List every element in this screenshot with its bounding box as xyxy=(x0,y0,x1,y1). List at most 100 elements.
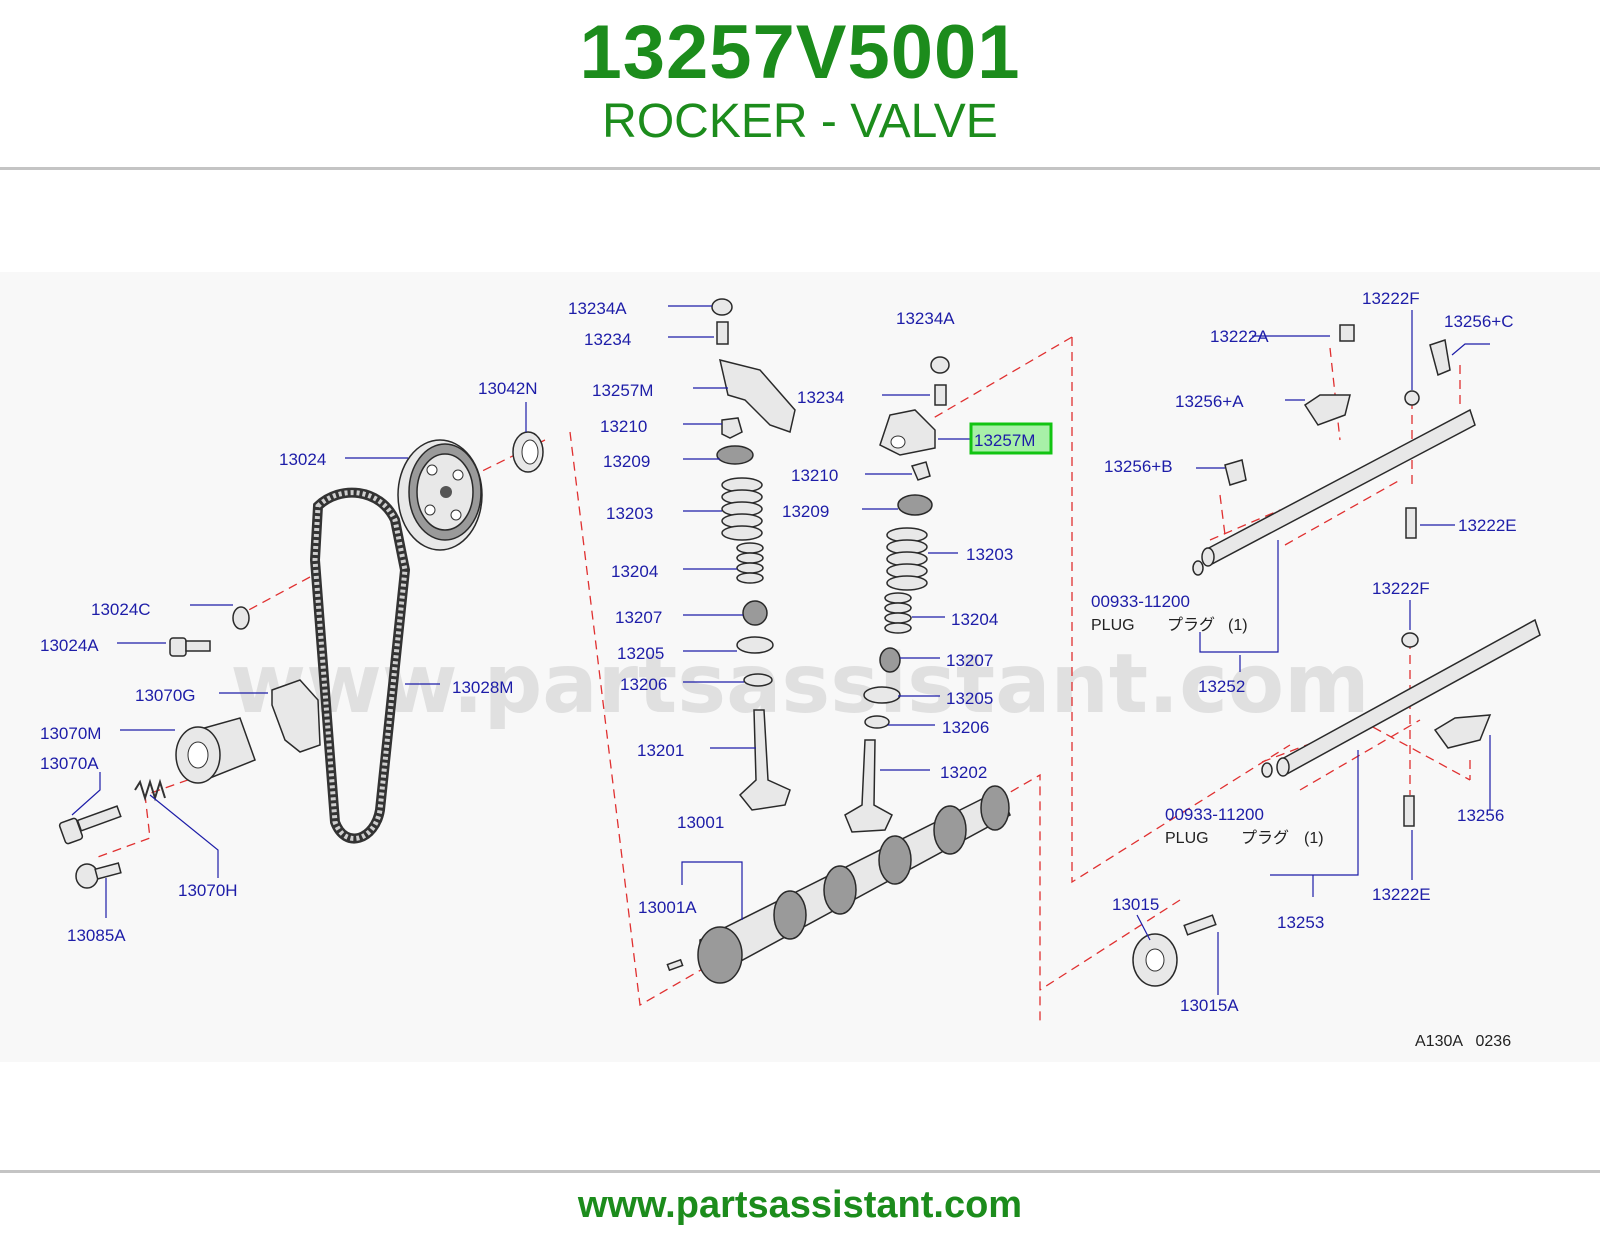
shaft-stud-lower xyxy=(1403,795,1415,827)
camshaft-sprocket xyxy=(397,439,483,551)
label-13257M-1[interactable]: 13257M xyxy=(592,381,653,400)
idler-bolt xyxy=(1183,914,1217,936)
label-plug-1: PLUG xyxy=(1091,617,1135,634)
label-13205-1[interactable]: 13205 xyxy=(617,644,664,663)
label-13234-2[interactable]: 13234 xyxy=(797,388,844,407)
rocker-valve-highlighted xyxy=(879,409,936,456)
label-13042N[interactable]: 13042N xyxy=(478,379,538,398)
tensioner-spring xyxy=(134,778,166,802)
spring-seat xyxy=(736,636,774,654)
label-13204-1[interactable]: 13204 xyxy=(611,562,658,581)
label-13234-1[interactable]: 13234 xyxy=(584,330,631,349)
shaft-bolt xyxy=(1339,324,1355,342)
label-13204-2[interactable]: 13204 xyxy=(951,610,998,629)
spring-retainer-2 xyxy=(897,494,933,516)
valve-cap-2 xyxy=(910,461,931,481)
label-13207-2[interactable]: 13207 xyxy=(946,651,993,670)
label-13222E-1[interactable]: 13222E xyxy=(1458,516,1517,535)
exhaust-valve xyxy=(844,739,893,833)
assembly-dashed-lines xyxy=(94,336,1471,1025)
shaft-nut-upper xyxy=(1404,390,1420,406)
label-13070H[interactable]: 13070H xyxy=(178,881,238,900)
rocker-shaft-lower xyxy=(1261,618,1541,827)
label-13024A[interactable]: 13024A xyxy=(40,636,99,655)
label-13203-2[interactable]: 13203 xyxy=(966,545,1013,564)
label-13001[interactable]: 13001 xyxy=(677,813,724,832)
part-name-subtitle: ROCKER - VALVE xyxy=(602,95,998,148)
label-13256C[interactable]: 13256+C xyxy=(1444,312,1513,331)
washer xyxy=(232,606,250,630)
plug-upper xyxy=(1192,560,1204,576)
label-13070M[interactable]: 13070M xyxy=(40,724,101,743)
label-plug-jp-1: プラグ xyxy=(1167,616,1215,634)
pulley-bolt xyxy=(75,862,122,889)
adjust-screw-2 xyxy=(934,384,947,406)
label-13024C[interactable]: 13024C xyxy=(91,600,151,619)
label-13209-1[interactable]: 13209 xyxy=(603,452,650,471)
label-13209-2[interactable]: 13209 xyxy=(782,502,829,521)
rocker-shaft-upper xyxy=(1192,324,1476,576)
outer-spring xyxy=(721,477,763,541)
label-13210-2[interactable]: 13210 xyxy=(791,466,838,485)
label-plug-jp-2: プラグ xyxy=(1241,829,1289,847)
label-13070A[interactable]: 13070A xyxy=(40,754,99,773)
label-13070G[interactable]: 13070G xyxy=(135,686,196,705)
label-13202[interactable]: 13202 xyxy=(940,763,987,782)
label-13015A[interactable]: 13015A xyxy=(1180,996,1239,1015)
label-00933-11200-1[interactable]: 00933-11200 xyxy=(1091,592,1190,611)
label-13257M-highlighted[interactable]: 13257M xyxy=(974,431,1035,450)
camshaft-pin xyxy=(666,958,684,972)
label-00933-11200-2[interactable]: 00933-11200 xyxy=(1165,805,1264,824)
shaft-bracket-a xyxy=(1303,394,1351,426)
label-13207-1[interactable]: 13207 xyxy=(615,608,662,627)
label-13203-1[interactable]: 13203 xyxy=(606,504,653,523)
intake-valve xyxy=(738,709,791,811)
valve-washer-2 xyxy=(864,715,890,729)
sprocket-bolt xyxy=(169,637,211,657)
label-13234A-1[interactable]: 13234A xyxy=(568,299,627,318)
leader-lines xyxy=(71,305,1491,995)
label-13222F-1[interactable]: 13222F xyxy=(1362,289,1420,308)
header-divider xyxy=(0,167,1600,170)
label-13015[interactable]: 13015 xyxy=(1112,895,1159,914)
adjust-nut xyxy=(711,298,733,316)
shaft-stud-upper xyxy=(1405,507,1417,539)
label-13206-2[interactable]: 13206 xyxy=(942,718,989,737)
label-13085A[interactable]: 13085A xyxy=(67,926,126,945)
plug-lower xyxy=(1261,762,1273,778)
label-13024[interactable]: 13024 xyxy=(279,450,326,469)
label-13222E-2[interactable]: 13222E xyxy=(1372,885,1431,904)
label-13001A[interactable]: 13001A xyxy=(638,898,697,917)
diagram-code: A130A 0236 xyxy=(1415,1033,1511,1050)
highlight-box xyxy=(969,422,1053,455)
label-13253[interactable]: 13253 xyxy=(1277,913,1324,932)
label-13222A[interactable]: 13222A xyxy=(1210,327,1269,346)
label-13234A-2[interactable]: 13234A xyxy=(896,309,955,328)
valve-train-left xyxy=(711,298,796,811)
camshaft xyxy=(666,785,1011,984)
part-labels: 13234A 13234 13257M 13210 13209 13203 13… xyxy=(40,289,1517,1050)
inner-spring-2 xyxy=(884,592,912,634)
footer-website-link[interactable]: www.partsassistant.com xyxy=(577,1184,1023,1226)
label-13210-1[interactable]: 13210 xyxy=(600,417,647,436)
label-13256[interactable]: 13256 xyxy=(1457,806,1504,825)
label-plug-qty-2: (1) xyxy=(1304,830,1324,847)
tensioner-bolt xyxy=(58,805,122,845)
label-13205-2[interactable]: 13205 xyxy=(946,689,993,708)
valve-train-right xyxy=(844,356,950,833)
label-plug-2: PLUG xyxy=(1165,830,1209,847)
valve-washer xyxy=(743,673,773,687)
label-13222F-2[interactable]: 13222F xyxy=(1372,579,1430,598)
label-13206-1[interactable]: 13206 xyxy=(620,675,667,694)
label-13256A[interactable]: 13256+A xyxy=(1175,392,1244,411)
label-13256B[interactable]: 13256+B xyxy=(1104,457,1173,476)
label-13201[interactable]: 13201 xyxy=(637,741,684,760)
label-13252[interactable]: 13252 xyxy=(1198,677,1245,696)
shaft-bracket-b xyxy=(1224,459,1247,486)
spring-retainer xyxy=(716,445,754,465)
part-number-title: 13257V5001 xyxy=(579,10,1021,95)
tensioner-bracket xyxy=(271,679,321,753)
footer-divider xyxy=(0,1170,1600,1173)
label-13028M[interactable]: 13028M xyxy=(452,678,513,697)
